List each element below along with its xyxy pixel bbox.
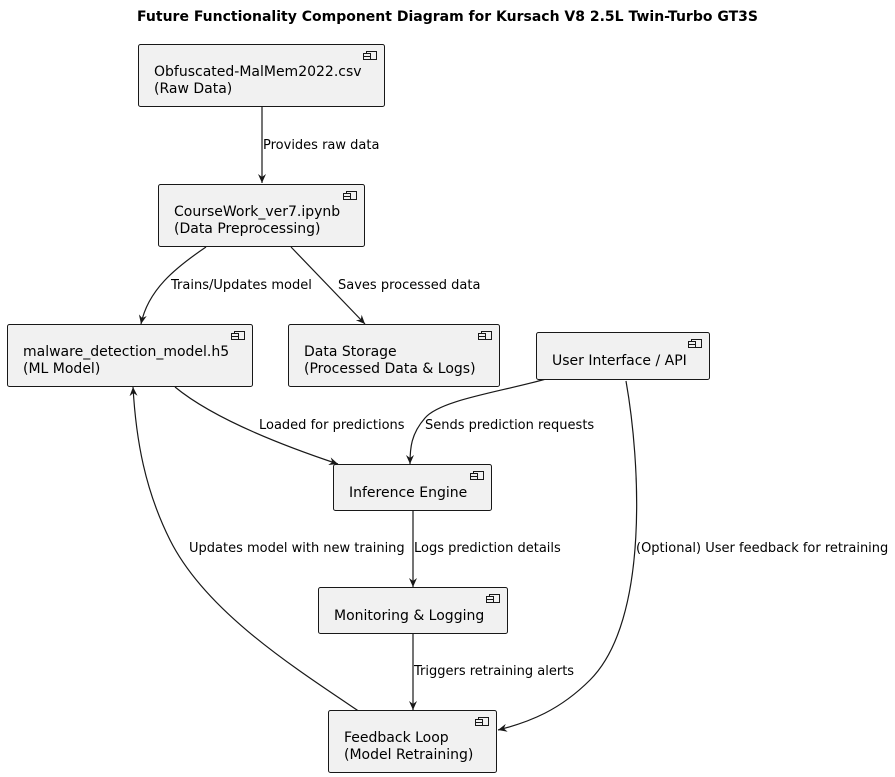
node-ui-api-line1: User Interface / API — [552, 353, 687, 369]
edge-label-triggers-retraining-alerts: Triggers retraining alerts — [414, 664, 575, 679]
node-ml-model-line1: malware_detection_model.h5 — [23, 344, 230, 360]
edge-label-saves-processed-data: Saves processed data — [338, 278, 481, 293]
component-icon — [470, 471, 484, 480]
node-preprocessing-line1: CourseWork_ver7.ipynb — [174, 204, 341, 220]
node-ui-api: User Interface / API — [536, 332, 710, 380]
edge-label-logs-prediction-details: Logs prediction details — [414, 541, 561, 556]
edge-label-loaded-for-predictions: Loaded for predictions — [259, 418, 405, 433]
node-preprocessing-line2: (Data Preprocessing) — [174, 221, 321, 237]
edge-label-trains-updates-model: Trains/Updates model — [171, 278, 312, 293]
edge-preprocessing-to-model — [138, 246, 207, 325]
node-preprocessing: CourseWork_ver7.ipynb (Data Preprocessin… — [158, 184, 365, 247]
node-raw-data: Obfuscated-MalMem2022.csv (Raw Data) — [138, 44, 385, 107]
edge-model-to-inference — [174, 386, 339, 465]
diagram-title: Future Functionality Component Diagram f… — [137, 9, 758, 25]
node-ml-model-line2: (ML Model) — [23, 361, 101, 377]
edge-label-provides-raw-data: Provides raw data — [263, 138, 380, 153]
component-icon — [343, 191, 357, 200]
component-icon — [231, 331, 245, 340]
node-data-storage-line2: (Processed Data & Logs) — [304, 361, 476, 377]
edge-label-updates-model: Updates model with new training — [189, 541, 405, 556]
node-raw-data-line2: (Raw Data) — [154, 81, 233, 97]
component-icon — [486, 594, 500, 603]
node-inference-engine: Inference Engine — [333, 464, 492, 511]
component-icon — [363, 51, 377, 60]
node-feedback-loop: Feedback Loop (Model Retraining) — [328, 710, 497, 773]
component-icon — [475, 717, 489, 726]
node-data-storage: Data Storage (Processed Data & Logs) — [288, 324, 500, 387]
node-monitoring-line1: Monitoring & Logging — [334, 608, 485, 624]
node-monitoring: Monitoring & Logging — [318, 587, 508, 634]
component-icon — [688, 339, 702, 348]
node-inference-line1: Inference Engine — [349, 485, 468, 501]
node-data-storage-line1: Data Storage — [304, 344, 397, 360]
edge-feedback-to-model — [129, 386, 361, 713]
node-feedback-line2: (Model Retraining) — [344, 747, 474, 763]
edge-ui-to-feedback — [497, 380, 638, 732]
component-icon — [478, 331, 492, 340]
edge-label-sends-prediction-requests: Sends prediction requests — [425, 418, 595, 433]
edge-label-user-feedback: (Optional) User feedback for retraining — [636, 541, 889, 556]
edge-preprocessing-to-storage — [290, 246, 366, 325]
node-ml-model: malware_detection_model.h5 (ML Model) — [7, 324, 253, 387]
node-feedback-line1: Feedback Loop — [344, 730, 449, 746]
node-raw-data-line1: Obfuscated-MalMem2022.csv — [154, 64, 362, 80]
edge-ui-to-inference — [406, 378, 547, 465]
